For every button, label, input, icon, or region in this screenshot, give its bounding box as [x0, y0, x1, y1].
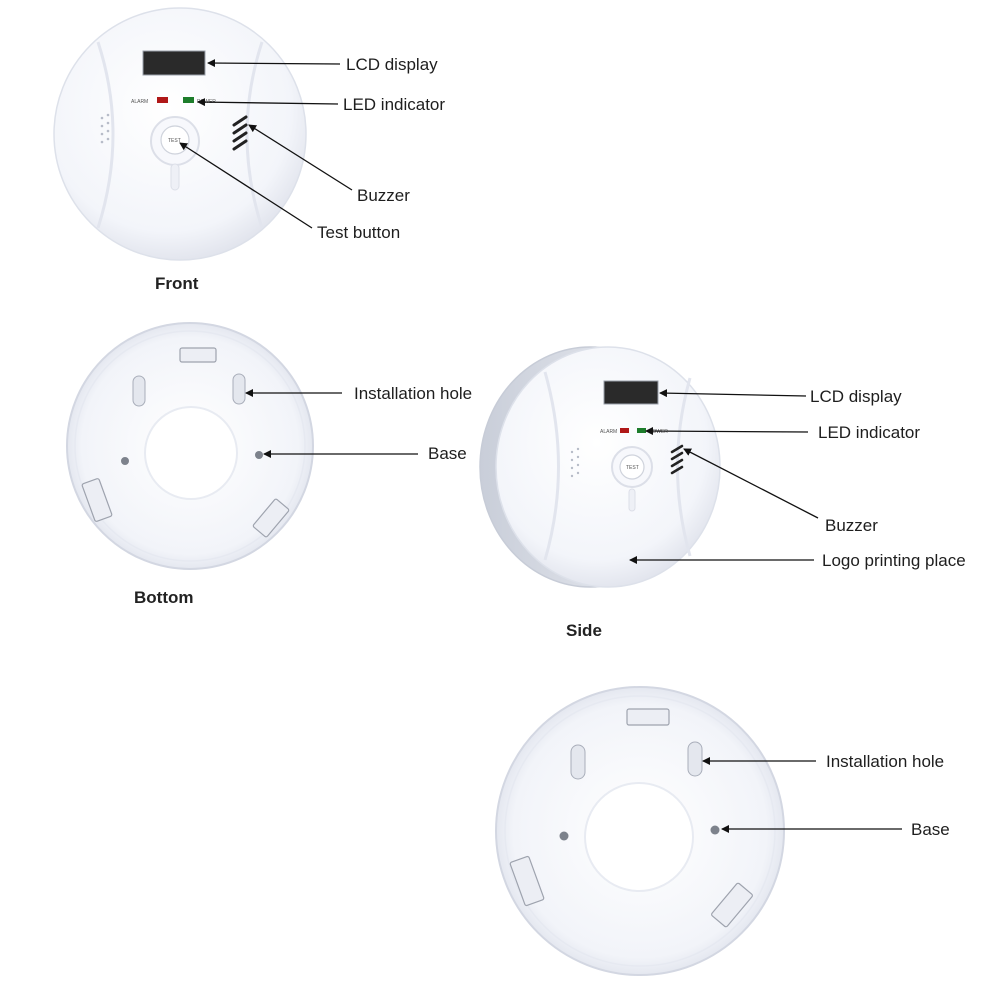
side-test-button	[619, 454, 645, 480]
bottom-installation-hole-right	[232, 373, 246, 405]
side-caption: Side	[566, 621, 602, 640]
side-power-led	[637, 428, 646, 433]
front-vent-dots	[100, 113, 110, 144]
front-lcd-callout: LCD display	[346, 55, 438, 74]
bottom-base-rim	[74, 330, 306, 562]
bottom-center-disc	[144, 406, 238, 500]
bottom2-clip-right	[711, 882, 753, 928]
bottom-clip-top	[179, 347, 217, 363]
front-test-leader	[179, 142, 313, 229]
front-alarm-led	[157, 97, 168, 103]
bottom2-base-screw-right	[710, 825, 720, 835]
side-view: ALARM POWER TEST LCD display LED indicat…	[479, 346, 966, 640]
front-caption: Front	[155, 274, 199, 293]
front-buzzer-grille	[232, 115, 248, 151]
front-buzzer-leader	[248, 124, 353, 191]
side-test-label: TEST	[626, 465, 639, 471]
bottom-caption: Bottom	[134, 588, 193, 607]
bottom-base-screw-left	[121, 457, 129, 465]
bottom2-base-rim	[504, 695, 776, 967]
side-vent-dots	[570, 447, 580, 478]
bottom-base-callout: Base	[428, 444, 467, 463]
side-lcd-callout: LCD display	[810, 387, 902, 406]
bottom2-clip-left	[509, 855, 545, 907]
side-buzzer-callout: Buzzer	[825, 516, 878, 535]
front-face-seam-left	[96, 41, 115, 229]
front-test-callout: Test button	[317, 223, 400, 242]
side-led-leader	[645, 427, 809, 436]
side-lcd-display	[603, 380, 659, 405]
side-power-label: POWER	[649, 429, 668, 435]
side-lcd-leader	[659, 389, 807, 398]
bottom-view: Installation hole Base Bottom	[66, 322, 472, 607]
bottom-base-screw-right	[255, 451, 263, 459]
front-test-slot	[170, 163, 180, 191]
front-led-leader	[197, 98, 339, 107]
bottom2-base-callout: Base	[911, 820, 950, 839]
front-buzzer-callout: Buzzer	[357, 186, 410, 205]
bottom-clip-left	[81, 478, 113, 522]
side-face-seam-left	[543, 371, 560, 561]
side-alarm-led	[620, 428, 629, 433]
side-led-callout: LED indicator	[818, 423, 920, 442]
side-buzzer-grille	[670, 444, 684, 475]
front-power-led	[183, 97, 194, 103]
side-face-seam-right	[676, 377, 692, 557]
bottom2-installation-hole-left	[570, 744, 586, 780]
bottom2-view: Installation hole Base	[495, 686, 950, 976]
bottom2-base-screw-left	[559, 831, 569, 841]
side-buzzer-leader	[683, 448, 819, 519]
side-logo-callout: Logo printing place	[822, 551, 966, 570]
front-lcd-display	[142, 50, 206, 76]
bottom2-clip-top	[626, 708, 670, 726]
bottom2-hole-callout: Installation hole	[826, 752, 944, 771]
bottom2-installation-hole-right	[687, 741, 703, 777]
front-view: ALARM POWER TEST LCD display LED indicat…	[53, 7, 445, 293]
bottom2-center-disc	[584, 782, 694, 892]
front-lcd-leader	[207, 59, 341, 68]
front-led-callout: LED indicator	[343, 95, 445, 114]
bottom-clip-right	[252, 498, 290, 538]
front-test-label: TEST	[168, 138, 181, 144]
front-alarm-label: ALARM	[131, 99, 148, 105]
side-alarm-label: ALARM	[600, 429, 617, 435]
bottom-hole-callout: Installation hole	[354, 384, 472, 403]
side-test-slot	[628, 488, 636, 512]
bottom-installation-hole-left	[132, 375, 146, 407]
